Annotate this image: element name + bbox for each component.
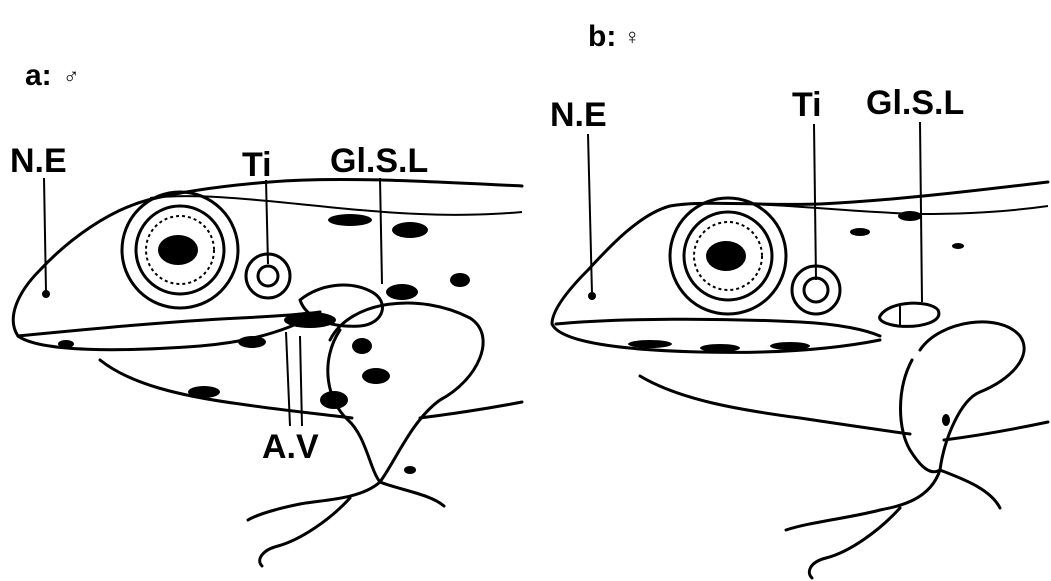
leader-b-glsl bbox=[920, 122, 922, 302]
frog-b-mouth-line bbox=[556, 319, 880, 336]
frog-b-throat bbox=[640, 376, 910, 434]
label-b-ti: Ti bbox=[792, 86, 822, 124]
leader-a-glsl bbox=[380, 178, 382, 284]
label-a-ti: Ti bbox=[242, 146, 272, 184]
leader-a-ti bbox=[266, 180, 268, 264]
frog-b-foreleg bbox=[786, 322, 1024, 578]
frog-b-back-line bbox=[944, 422, 1048, 440]
label-b-glsl: Gl.S.L bbox=[866, 84, 964, 122]
male-symbol: ♂ bbox=[63, 63, 80, 88]
panel-b: b: ♀ bbox=[550, 20, 1048, 578]
leader-b-ti bbox=[814, 124, 816, 280]
leader-a-ne bbox=[44, 178, 46, 292]
frog-a-throat bbox=[100, 360, 352, 418]
panel-a: a: ♂ bbox=[10, 59, 522, 566]
frog-b-pupil bbox=[706, 241, 746, 271]
label-a-av: A.V bbox=[262, 428, 319, 466]
frog-b-tympanum-inner bbox=[804, 278, 828, 302]
label-b-ne: N.E bbox=[550, 96, 607, 134]
frog-a-tympanum-inner bbox=[258, 266, 278, 286]
label-a-glsl: Gl.S.L bbox=[330, 142, 428, 180]
panel-b-label: b: bbox=[588, 20, 616, 53]
female-symbol: ♀ bbox=[624, 24, 641, 49]
label-a-ne: N.E bbox=[10, 142, 67, 180]
frog-b-gland bbox=[880, 303, 939, 326]
panel-a-label: a: bbox=[25, 59, 52, 92]
frog-a-pupil bbox=[158, 235, 198, 265]
frog-b-arm bbox=[901, 360, 941, 472]
